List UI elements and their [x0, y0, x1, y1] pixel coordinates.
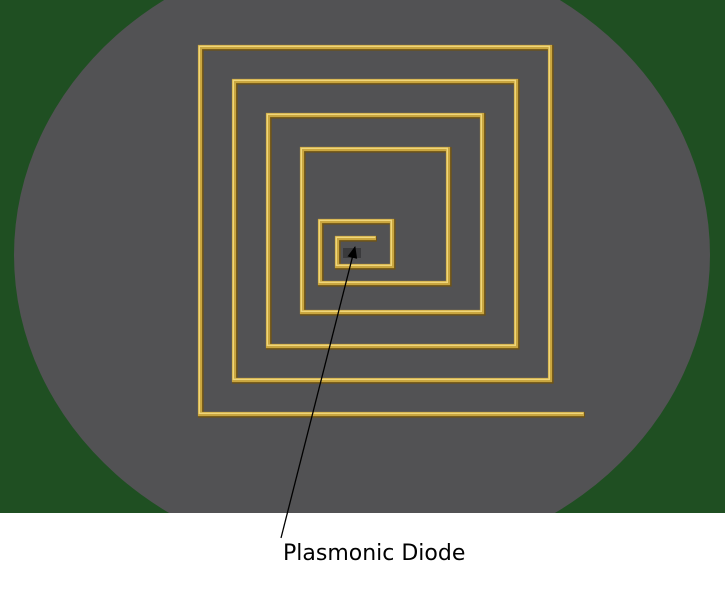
diode-label: Plasmonic Diode: [283, 541, 465, 566]
spiral-antenna: [197, 44, 585, 418]
pointer-arrow: [280, 246, 358, 539]
spiral-trace-layer-2: [198, 45, 584, 415]
dielectric-disk: [14, 0, 710, 513]
device-panel: [0, 0, 725, 513]
